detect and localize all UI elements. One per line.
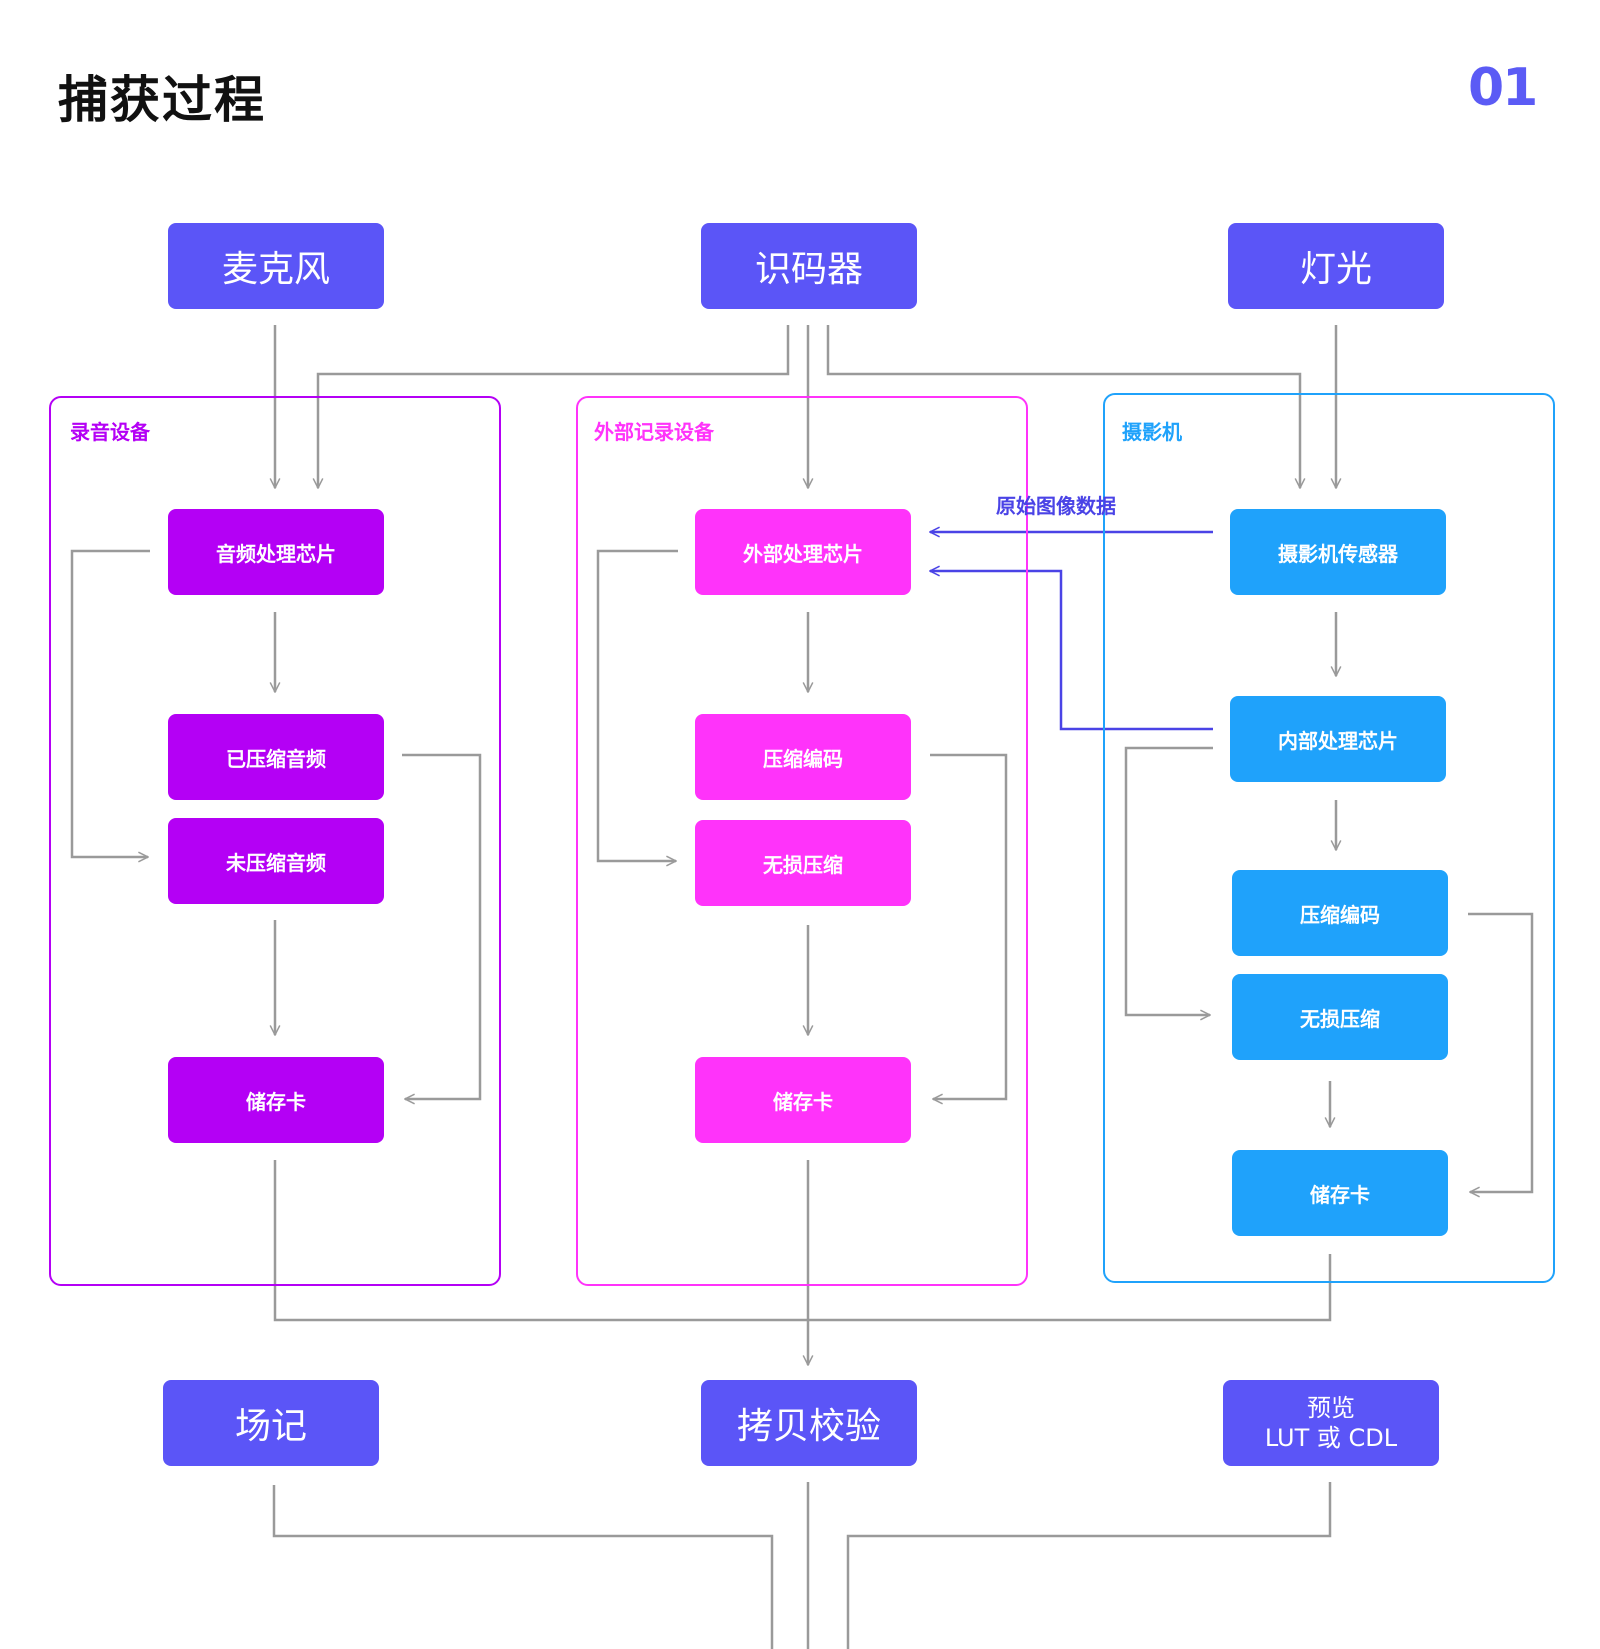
camera-storage-card-node: 储存卡	[1232, 1150, 1448, 1236]
lut-cdl-label: LUT 或 CDL	[1264, 1424, 1398, 1452]
arrow-ext-compressed-to-storage	[930, 753, 1008, 1099]
slate-node: 识码器	[701, 223, 917, 309]
lighting-node: 灯光	[1228, 223, 1444, 309]
microphone-node: 麦克风	[168, 223, 384, 309]
arrow-audio-storage-merge	[273, 1160, 808, 1322]
camera-group	[1103, 393, 1555, 1283]
arrow-audio-chip-to-uncompressed	[70, 549, 150, 857]
camera-lossless-compression-node: 无损压缩	[1232, 974, 1448, 1060]
external-recorder-group	[576, 396, 1028, 1286]
camera-sensor-node: 摄影机传感器	[1230, 509, 1446, 595]
script-log-node: 场记	[163, 1380, 379, 1466]
external-compressed-encoding-node: 压缩编码	[695, 714, 911, 800]
raw-image-data-label: 原始图像数据	[996, 494, 1116, 518]
uncompressed-audio-node: 未压缩音频	[168, 818, 384, 904]
internal-processor-chip-node: 内部处理芯片	[1230, 696, 1446, 782]
arrow-slate-to-audio-chip	[318, 325, 790, 488]
external-processor-chip-node: 外部处理芯片	[695, 509, 911, 595]
external-storage-card-node: 储存卡	[695, 1057, 911, 1143]
audio-device-label: 录音设备	[70, 420, 150, 444]
line-script-log-down	[272, 1485, 774, 1649]
arrow-raw-internal-chip-to-ext-chip	[930, 571, 1213, 731]
line-preview-down	[846, 1482, 1332, 1649]
preview-lut-cdl-node: 预览 LUT 或 CDL	[1223, 1380, 1439, 1466]
arrow-compressed-to-storage	[402, 753, 482, 1099]
compressed-audio-node: 已压缩音频	[168, 714, 384, 800]
arrow-ext-chip-to-lossless	[596, 549, 678, 861]
copy-verify-node: 拷贝校验	[701, 1380, 917, 1466]
arrow-camera-storage-merge	[808, 1254, 1332, 1322]
page-number: 01	[1468, 58, 1538, 118]
audio-storage-card-node: 储存卡	[168, 1057, 384, 1143]
arrow-slate-to-camera-sensor	[826, 325, 1300, 488]
camera-compressed-encoding-node: 压缩编码	[1232, 870, 1448, 956]
arrow-camera-compressed-to-storage	[1468, 912, 1534, 1192]
camera-label: 摄影机	[1122, 420, 1182, 444]
external-lossless-compression-node: 无损压缩	[695, 820, 911, 906]
audio-processor-chip-node: 音频处理芯片	[168, 509, 384, 595]
arrow-internal-chip-to-lossless	[1124, 746, 1213, 1015]
page-title: 捕获过程	[58, 71, 266, 129]
preview-label: 预览	[1307, 1394, 1355, 1422]
external-recorder-label: 外部记录设备	[594, 420, 714, 444]
audio-device-group	[49, 396, 501, 1286]
